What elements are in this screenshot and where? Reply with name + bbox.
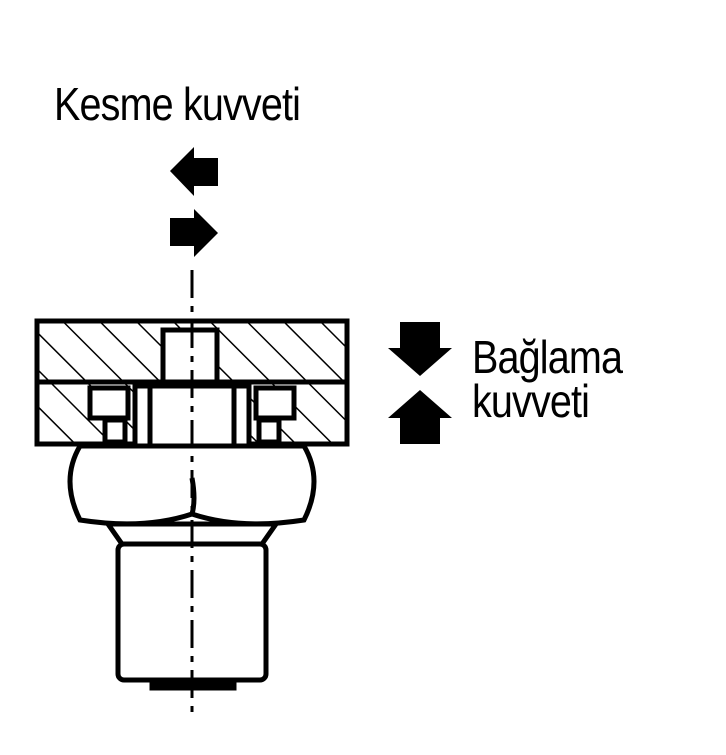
arrow-up-icon [388,390,452,444]
clamping-force-label-line2: kuvveti [472,375,590,427]
shear-force-label: Kesme kuvveti [54,78,301,130]
arrow-left-icon [170,147,218,196]
arrow-down-icon [388,322,452,376]
arrow-right-icon [170,209,218,257]
clamping-force-label-line1: Bağlama [472,331,623,383]
